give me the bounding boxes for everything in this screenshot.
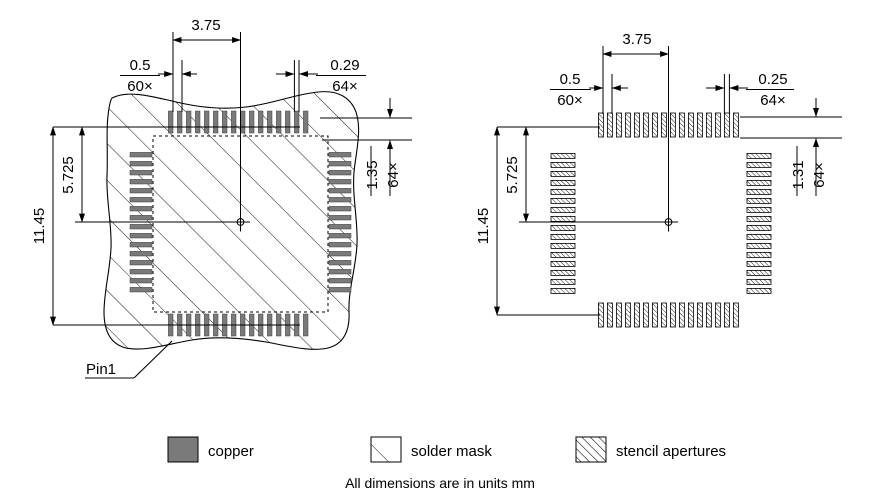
dim-label-pad-width-value: 0.29 — [330, 57, 359, 74]
dim-row-span-left — [75, 126, 300, 223]
aperture-row-left — [550, 152, 576, 294]
dim-label-body-span-right: 11.45 — [475, 208, 492, 244]
legend: copper solder mask stencil apertures — [167, 436, 726, 463]
dim-label-pitch-right-count: 60× — [557, 92, 582, 109]
dim-aperture-width — [706, 74, 794, 114]
dim-label-pad-width-count: 64× — [332, 78, 357, 95]
stencil-view: 3.75 0.5 60× 0.25 64× 1.31 64× — [475, 31, 842, 328]
dim-label-aperture-length-value: 1.31 — [790, 160, 807, 189]
legend-swatch-stencil-apertures — [575, 436, 607, 463]
copper-pad-row-top — [168, 110, 309, 134]
legend-swatch-solder-mask — [370, 436, 402, 463]
legend-item-copper: copper — [167, 436, 254, 463]
dim-label-aperture-width-value: 0.25 — [758, 71, 787, 88]
aperture-row-top — [598, 112, 739, 138]
dim-label-pad-length-count: 64× — [385, 162, 402, 187]
legend-label-stencil-apertures: stencil apertures — [616, 443, 726, 460]
dim-aperture-length — [740, 98, 842, 196]
dim-label-row-span-right: 5.725 — [504, 156, 521, 194]
dim-label-pitch-left-value: 0.5 — [130, 57, 151, 74]
legend-swatch-copper — [167, 436, 199, 463]
dim-label-body-span-left: 11.45 — [31, 208, 48, 244]
dim-label-span-half-right: 3.75 — [622, 31, 651, 48]
dim-label-span-half-left: 3.75 — [191, 17, 220, 34]
dim-label-pitch-right-value: 0.5 — [560, 71, 581, 88]
dim-label-pitch-left-count: 60× — [127, 78, 152, 95]
dim-label-aperture-length-count: 64× — [811, 162, 828, 187]
copper-pad-row-left — [129, 152, 153, 293]
pin1-leader — [85, 340, 173, 379]
copper-pad-row-right — [328, 152, 352, 293]
copper-view: 3.75 0.5 60× 0.29 64× 1.35 64× — [31, 17, 412, 379]
legend-item-stencil-apertures: stencil apertures — [575, 436, 726, 463]
dim-label-aperture-width-count: 64× — [760, 92, 785, 109]
dim-body-span-left — [50, 126, 300, 326]
legend-label-copper: copper — [208, 443, 254, 460]
dim-label-pad-length-value: 1.35 — [364, 160, 381, 189]
dim-pitch-right — [550, 74, 628, 114]
dim-body-span-right — [494, 126, 600, 316]
dim-pad-length-left — [320, 98, 412, 196]
dim-row-span-right — [519, 126, 668, 223]
legend-item-solder-mask: solder mask — [370, 436, 492, 463]
dim-pitch-left — [120, 60, 197, 112]
aperture-row-right — [746, 152, 772, 294]
dim-span-half-right — [602, 46, 670, 215]
aperture-row-bottom — [598, 302, 739, 328]
legend-label-solder-mask: solder mask — [411, 443, 492, 460]
solder-mask-body — [103, 91, 360, 350]
component-body-outline — [152, 135, 329, 313]
dim-pad-width-left — [276, 60, 366, 112]
pin1-label: Pin1 — [86, 361, 116, 378]
dim-label-row-span-left: 5.725 — [60, 156, 77, 194]
units-note: All dimensions are in units mm — [345, 475, 535, 491]
